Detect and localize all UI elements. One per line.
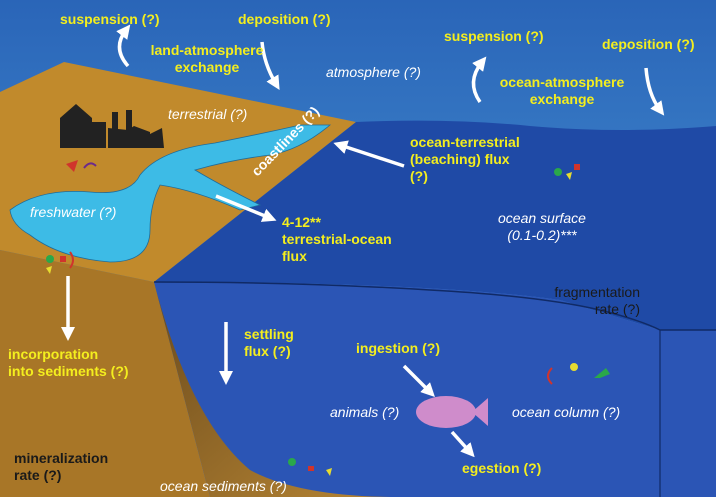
ocean-surface-label: ocean surface (0.1-0.2)*** xyxy=(498,210,586,243)
ocean-atmosphere-exchange-label: ocean-atmosphere exchange xyxy=(499,74,625,107)
ocean-sediment-floor xyxy=(154,282,400,497)
settling-flux-label: settling flux (?) xyxy=(244,326,294,359)
deposition-land-arrow xyxy=(260,41,280,91)
incorporation-label: incorporation into sediments (?) xyxy=(8,346,129,379)
ocean-sediments-label: ocean sediments (?) xyxy=(160,478,287,494)
factory-icon xyxy=(108,110,164,148)
microplastic-particles-sediment xyxy=(46,251,74,274)
ingestion-arrow xyxy=(402,364,435,397)
beaching-flux-label: ocean-terrestrial (beaching) flux (?) xyxy=(410,134,520,184)
suspension-ocean-label: suspension (?) xyxy=(444,28,544,44)
mineralization-rate-label: mineralization rate (?) xyxy=(14,450,109,483)
ocean-column xyxy=(154,282,716,497)
terrestrial-ocean-arrow xyxy=(215,194,277,222)
microplastic-particles-surface xyxy=(554,164,580,180)
ocean-surface xyxy=(154,120,716,331)
suspension-land-arrow xyxy=(116,24,131,68)
animals-label: animals (?) xyxy=(330,404,400,420)
egestion-arrow xyxy=(450,430,475,458)
microplastic-particles-column xyxy=(547,363,610,385)
suspension-ocean-arrow xyxy=(471,56,487,104)
land-atmosphere-exchange-label: land-atmosphere exchange xyxy=(150,42,264,75)
terrestrial-label: terrestrial (?) xyxy=(168,106,248,122)
microplastic-particles-land xyxy=(66,160,97,172)
freshwater-label: freshwater (?) xyxy=(30,204,117,220)
freshwater-river xyxy=(9,124,332,263)
fish-icon xyxy=(416,396,488,428)
egestion-label: egestion (?) xyxy=(462,460,542,476)
terrestrial-ocean-flux-label: 4-12** terrestrial-ocean flux xyxy=(282,214,392,264)
deposition-ocean-arrow xyxy=(644,67,665,116)
deposition-land-label: deposition (?) xyxy=(238,11,331,27)
land-front xyxy=(0,250,210,497)
beaching-arrow xyxy=(333,140,405,168)
house-icon xyxy=(60,104,106,148)
ocean-column-label: ocean column (?) xyxy=(512,404,621,420)
flux-arrows xyxy=(61,24,665,458)
suspension-land-label: suspension (?) xyxy=(60,11,160,27)
fragmentation-rate-label: fragmentation rate (?) xyxy=(554,284,640,317)
atmosphere-label: atmosphere (?) xyxy=(326,64,421,80)
microplastic-particles-floor xyxy=(288,458,332,476)
fragmentation-line xyxy=(153,281,716,331)
ingestion-label: ingestion (?) xyxy=(356,340,440,356)
deposition-ocean-label: deposition (?) xyxy=(602,36,695,52)
